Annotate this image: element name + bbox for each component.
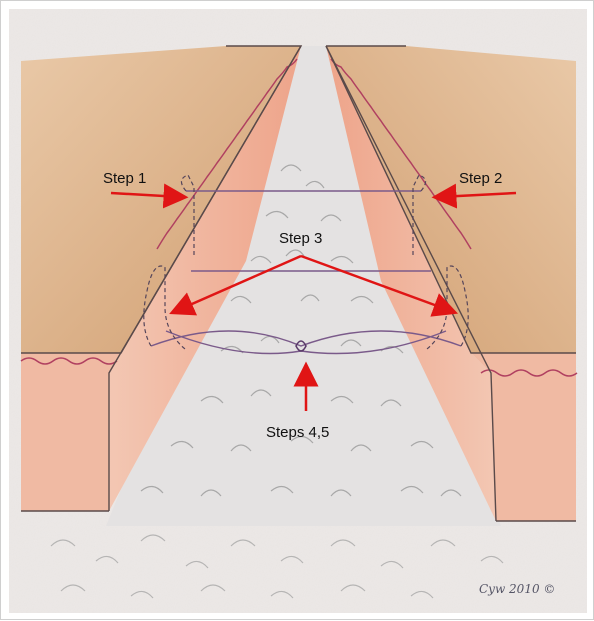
label-steps45: Steps 4,5 xyxy=(266,424,329,441)
artist-signature: Cyw 2010 © xyxy=(479,582,555,596)
label-step1: Step 1 xyxy=(103,170,146,187)
left-dermis-block xyxy=(21,353,121,511)
label-step3: Step 3 xyxy=(279,230,322,247)
label-step2: Step 2 xyxy=(459,170,502,187)
